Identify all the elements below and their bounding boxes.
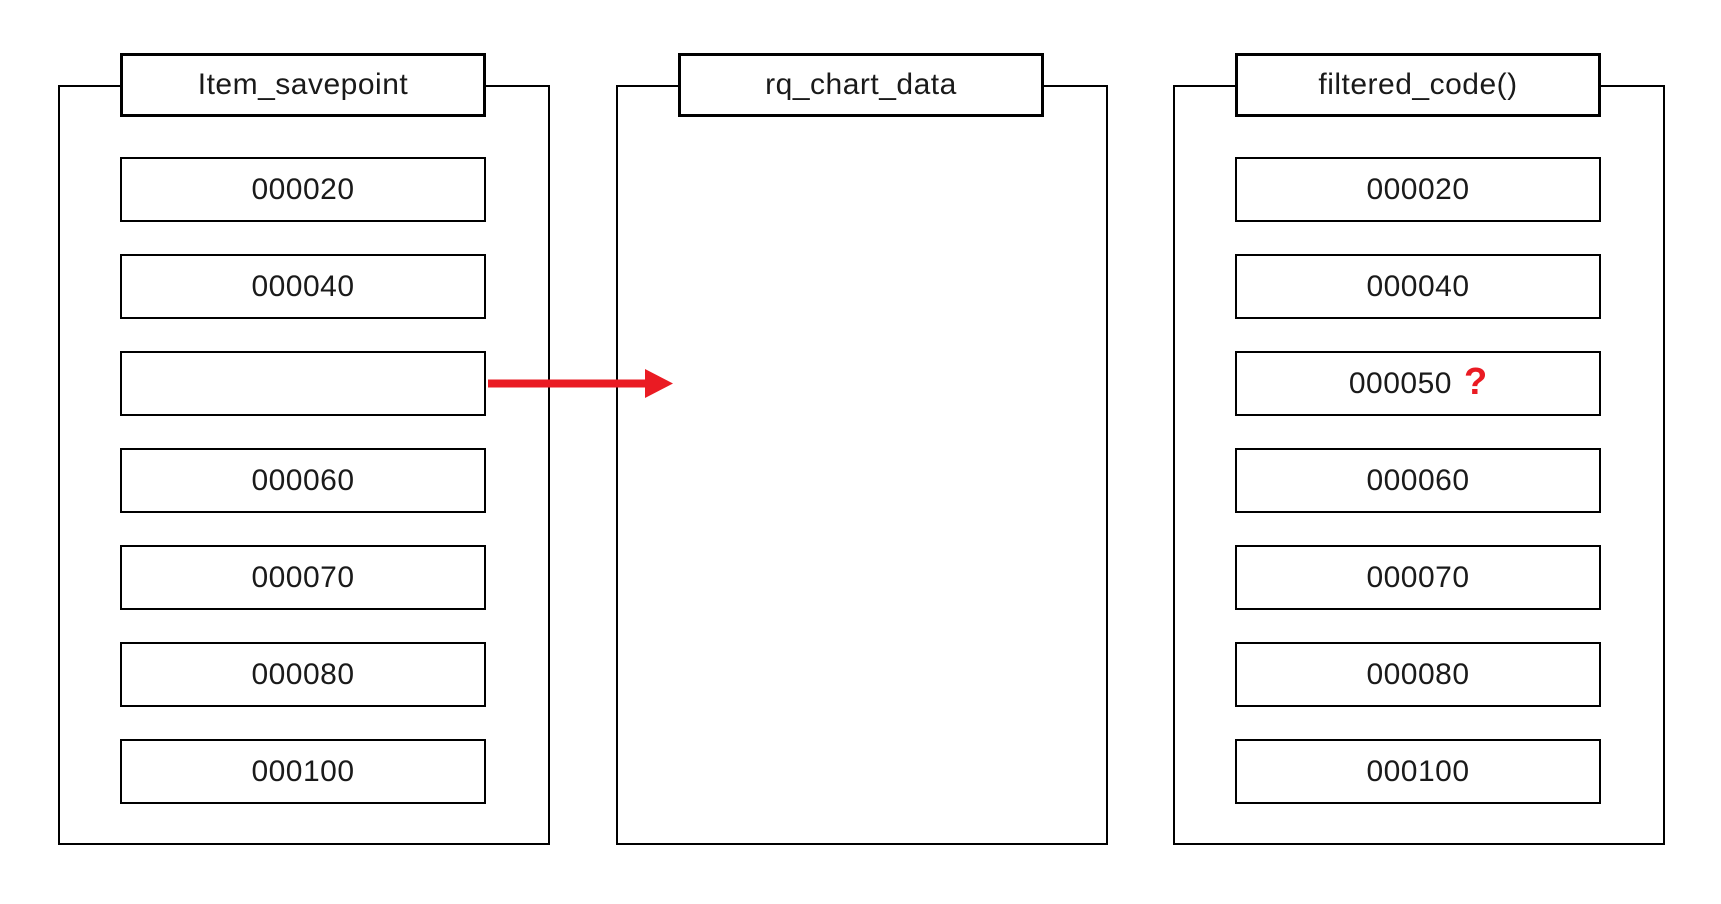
savepoint-row-000080: 000080: [120, 642, 486, 707]
row-label: 000050: [1348, 366, 1452, 400]
row-label: 000020: [1366, 172, 1470, 206]
savepoint-row-empty: [120, 351, 486, 416]
container-rq-chart-data: [616, 85, 1108, 845]
filtered-row-000020: 000020: [1235, 157, 1601, 222]
savepoint-row-000020: 000020: [120, 157, 486, 222]
filtered-row-000040: 000040: [1235, 254, 1601, 319]
row-label: 000100: [1366, 754, 1470, 788]
row-label: 000080: [251, 657, 355, 691]
row-label: 000070: [251, 560, 355, 594]
row-label: 000070: [1366, 560, 1470, 594]
filtered-row-000050: 000050 ?: [1235, 351, 1601, 416]
title-box-rq-chart-data: rq_chart_data: [678, 53, 1044, 117]
filtered-row-000070: 000070: [1235, 545, 1601, 610]
title-label-filtered-code: filtered_code(): [1318, 68, 1518, 101]
row-label: 000080: [1366, 657, 1470, 691]
row-label: 000020: [251, 172, 355, 206]
savepoint-row-000100: 000100: [120, 739, 486, 804]
row-label: 000040: [1366, 269, 1470, 303]
title-box-item-savepoint: Item_savepoint: [120, 53, 486, 117]
row-label: 000060: [1366, 463, 1470, 497]
savepoint-row-000070: 000070: [120, 545, 486, 610]
row-label: 000100: [251, 754, 355, 788]
filtered-row-000060: 000060: [1235, 448, 1601, 513]
filtered-row-000100: 000100: [1235, 739, 1601, 804]
row-label: 000060: [251, 463, 355, 497]
title-label-item-savepoint: Item_savepoint: [197, 68, 409, 101]
row-label: 000040: [251, 269, 355, 303]
filtered-row-000080: 000080: [1235, 642, 1601, 707]
question-mark: ?: [1463, 360, 1488, 403]
title-box-filtered-code: filtered_code(): [1235, 53, 1601, 117]
title-label-rq-chart-data: rq_chart_data: [765, 68, 957, 101]
savepoint-row-000040: 000040: [120, 254, 486, 319]
savepoint-row-000060: 000060: [120, 448, 486, 513]
